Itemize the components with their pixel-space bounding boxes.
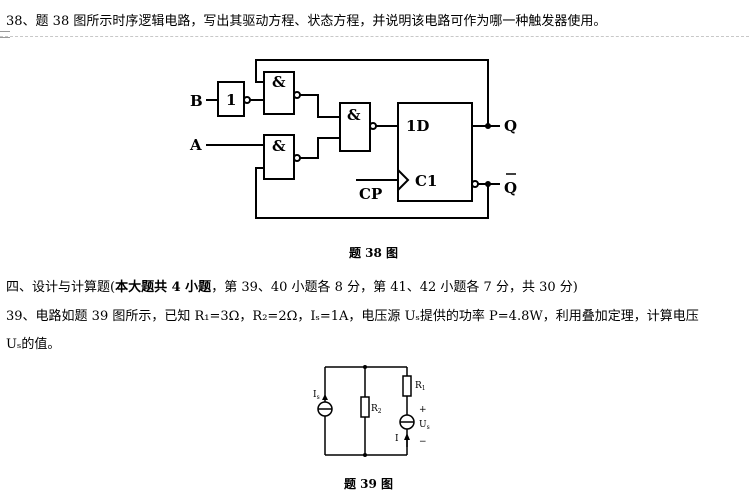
label-is: Is: [313, 390, 320, 401]
label-cp: CP: [359, 185, 382, 203]
figure-39-caption: 题 39 图: [344, 477, 394, 491]
wire-q-feedback: [255, 59, 489, 126]
label-plus: +: [419, 405, 427, 415]
page-separator: [0, 36, 749, 37]
section-4-heading: 四、设计与计算题(本大题共 4 小题，第 39、40 小题各 8 分，第 41、…: [6, 276, 578, 295]
section-4-title-prefix: 四、设计与计算题(: [6, 280, 116, 295]
label-r1: R1: [415, 381, 426, 392]
separator-marker-left: [0, 31, 10, 38]
question-39-text-line-2: Uₛ的值。: [6, 337, 61, 352]
q-junction-dot: [485, 123, 491, 129]
label-minus: −: [419, 437, 427, 447]
question-38-text: 38、题 38 图所示时序逻辑电路，写出其驱动方程、状态方程，并说明该电路可作为…: [6, 14, 607, 29]
junction-dot-bottom: [363, 453, 367, 457]
label-output-qbar: Q: [504, 179, 517, 197]
question-39-text-line-1: 39、电路如题 39 图所示，已知 R₁=3Ω，R₂=2Ω，Iₛ=1A，电压源 …: [6, 309, 699, 324]
label-us: Us: [419, 420, 430, 431]
current-i-arrow-icon: [404, 433, 410, 440]
section-4-title-suffix: ，第 39、40 小题各 8 分，第 41、42 小题各 7 分，共 30 分): [211, 280, 578, 295]
figure-38-circuit: B A 1 & & & 1D C1 CP Q Q: [189, 59, 517, 219]
section-4-title-bold: 本大题共 4 小题: [115, 280, 212, 295]
label-current-i: I: [395, 434, 399, 444]
label-and-gate-1: &: [272, 73, 286, 91]
resistor-r2: [360, 396, 370, 418]
label-input-a: A: [189, 136, 202, 154]
label-output-q: Q: [504, 117, 517, 135]
qbar-junction-dot: [485, 181, 491, 187]
label-input-b: B: [190, 92, 203, 110]
wire-qbar-feedback: [255, 167, 489, 219]
label-not-gate: 1: [226, 91, 236, 109]
label-r2: R2: [371, 404, 382, 415]
clock-triangle: [397, 169, 410, 191]
wire-and1-to-and3: [300, 94, 340, 118]
label-and-gate-3: &: [347, 106, 361, 124]
junction-dot-top: [363, 365, 367, 369]
label-and-gate-2: &: [272, 137, 286, 155]
d-flip-flop: [397, 102, 473, 202]
figure-38-caption: 题 38 图: [349, 246, 399, 260]
label-clock-input: C1: [415, 172, 437, 190]
resistor-r1: [402, 375, 412, 397]
wire-and2-to-and3: [300, 137, 340, 159]
label-d-input: 1D: [406, 117, 429, 135]
